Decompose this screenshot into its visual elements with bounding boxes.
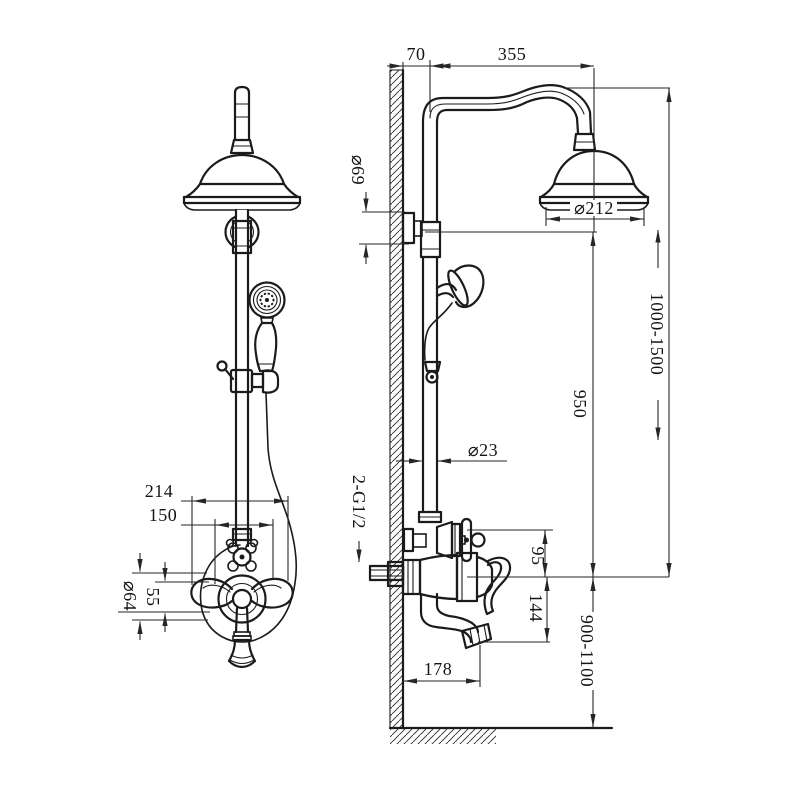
tub-spout-side [419,592,493,650]
riser-pipe-side [417,120,443,524]
dim-label-escutcheon-diameter: ⌀64 [120,581,140,611]
dim-head-diameter: ⌀212 [545,198,645,226]
side-view-fixture [368,84,650,650]
dim-label-column-height-range: 1000-1500 [647,293,667,376]
dim-thread-spec: 2-G1/2 [349,475,369,563]
hand-shower-front [248,281,286,373]
dim-pipe-diameter: ⌀23 [396,440,507,464]
dim-label-body-height: 55 [143,588,163,607]
dim-label-inlet-spacing: 150 [149,505,178,525]
dim-mixer-width: 214 [145,481,289,585]
dim-label-spout-drop: 144 [526,594,546,623]
dim-inlet-spacing: 150 [149,505,274,584]
dim-body-height: 55 [118,562,210,632]
mixer-body-front [190,574,294,669]
hand-shower-side [423,264,485,384]
diverter-valve-front [225,527,259,572]
dim-wall-offset: 70 [387,44,594,112]
dim-bracket-diameter: ⌀69 [348,155,409,264]
dim-escutcheon-diameter: ⌀64 [120,553,208,640]
wall-bracket-side [401,211,442,259]
dimension-annotations: 70 355 ⌀69 ⌀212 [118,44,672,728]
dim-label-head-diameter: ⌀212 [574,198,614,218]
dim-spout-reach: 178 [403,645,481,687]
dim-label-diverter-offset: 95 [528,547,548,566]
front-view-fixture [182,85,302,669]
shower-arm-front [229,85,255,155]
floor-section [388,726,614,744]
dim-riser-length: 950 [425,231,597,577]
dim-label-wall-offset: 70 [407,44,426,64]
wall-section [389,68,405,730]
dim-label-spout-reach: 178 [424,659,453,679]
riser-pipe-front [231,208,253,548]
dim-label-bracket-diameter: ⌀69 [348,155,368,185]
shower-hose-front [199,392,298,643]
dim-diverter-offset: 95 [467,529,553,577]
dim-spout-drop: 144 [467,576,669,643]
dim-label-thread-spec: 2-G1/2 [349,475,369,529]
dim-label-riser-length: 950 [570,390,590,419]
dim-label-arm-reach: 355 [498,44,527,64]
shower-arm-side [421,84,597,152]
dim-column-height-range: 1000-1500 [563,87,672,577]
dim-mixer-height-range: 900-1100 [577,577,597,728]
mixer-lever-front [227,606,257,669]
dim-label-mixer-width: 214 [145,481,174,501]
dim-label-mixer-height-range: 900-1100 [577,615,597,687]
rain-shower-head-front [182,153,302,211]
dim-label-pipe-diameter: ⌀23 [468,440,498,460]
